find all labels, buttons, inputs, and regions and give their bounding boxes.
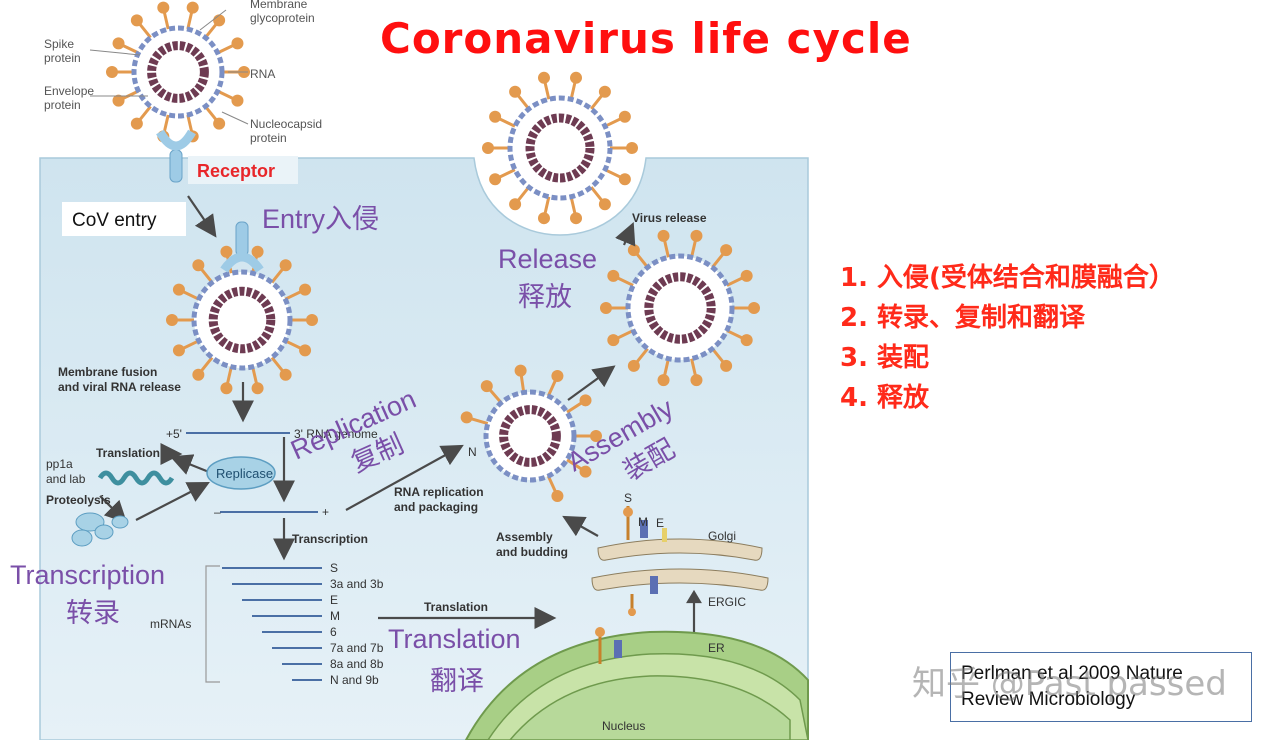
virion-released [482,71,638,225]
steps-list: 1. 入侵(受体结合和膜融合） 2. 转录、复制和翻译 3. 装配 4. 释放 [840,258,1175,418]
virion-outside [106,1,250,143]
virion-fusion [166,245,318,395]
replicase-label: Replicase [216,466,273,481]
n-label: N [468,445,477,459]
membrane-fusion-1: Membrane fusion [58,365,157,379]
proteolysis-products [71,512,129,547]
e-label: E [656,516,664,530]
virion-assembling [460,364,602,503]
assembly-budding-1: Assembly [496,530,553,544]
citation-line-1: Perlman et al 2009 Nature [961,663,1183,684]
label-spike-1: Spike [44,37,74,51]
stage-transcription-cn: 转录 [66,598,120,628]
label-nucleocapsid-2: protein [250,131,287,145]
er-label: ER [708,641,725,655]
mrna-label: N and 9b [330,673,379,687]
watermark: 知乎 @Past passed [912,664,1227,704]
virus-release-label: Virus release [632,211,707,225]
receptor-label: Receptor [197,161,275,181]
receptor [156,129,264,273]
translation-arrow-label: Translation [424,600,488,614]
stage-release-en: Release [498,244,597,274]
ergic-label: ERGIC [708,595,746,609]
golgi-label: Golgi [708,529,736,543]
rna-genome-label: 3' RNA genome [294,427,378,441]
assembly-budding-2: and budding [496,545,568,559]
label-envelope-2: protein [44,98,81,112]
rna-genome-lines [186,432,318,513]
golgi-stack [591,538,769,591]
cov-entry-label: CoV entry [72,210,157,231]
step-2: 2. 转录、复制和翻译 [840,303,1086,333]
receptor-label-box [188,156,298,184]
mrna-label: M [330,609,340,623]
proteolysis-label: Proteolysis [46,493,111,507]
pp1a-label-1: pp1a [46,457,73,471]
stage-translation-cn: 翻译 [430,666,484,696]
virion-vesicle [600,229,760,387]
polyprotein [97,470,175,486]
mrna-lines [222,567,322,681]
label-membrane-glycoprotein-1: Membrane [250,0,308,11]
label-membrane-glycoprotein-2: glycoprotein [250,11,315,25]
mrna-label: 7a and 7b [330,641,384,655]
mrna-label: E [330,593,338,607]
s-label: S [624,491,632,505]
stage-translation-en: Translation [388,624,521,654]
plus-label: + [322,505,329,519]
citation-box: Perlman et al 2009 Nature Review Microbi… [950,652,1252,722]
membrane-proteins [595,506,667,664]
step-4: 4. 释放 [840,383,930,413]
replicase-blob [206,456,276,490]
label-rna: RNA [250,67,275,81]
membrane-fusion-2: and viral RNA release [58,380,181,394]
plus5-label: +5' [166,427,182,441]
cov-entry-box [62,202,186,236]
label-spike-2: protein [44,51,81,65]
rna-replication-1: RNA replication [394,485,484,499]
m-label: M [638,515,648,529]
mrna-bracket [205,565,220,683]
stage-release-cn: 释放 [518,282,572,312]
leader-lines [89,9,249,125]
rna-replication-2: and packaging [394,500,478,514]
pp1a-label-2: and lab [46,472,86,486]
mrna-label: 6 [330,625,337,639]
mrna-label: 8a and 8b [330,657,384,671]
label-nucleocapsid-1: Nucleocapsid [250,117,322,131]
nucleus-label: Nucleus [602,719,645,733]
nucleus-er [464,630,809,740]
mrna-label: S [330,561,338,575]
mrnas-label: mRNAs [150,617,191,631]
citation-line-2: Review Microbiology [961,689,1136,710]
step-3: 3. 装配 [840,343,930,373]
step-1: 1. 入侵(受体结合和膜融合） [840,263,1175,293]
minus-label: – [214,505,221,519]
translation-small-label: Translation [96,446,160,460]
stage-transcription-en: Transcription [10,560,165,590]
transcription-small-label: Transcription [292,532,368,546]
label-envelope-1: Envelope [44,84,94,98]
page-title: Coronavirus life cycle [380,14,912,63]
stage-entry: Entry入侵 [262,204,379,234]
mrna-label: 3a and 3b [330,577,384,591]
